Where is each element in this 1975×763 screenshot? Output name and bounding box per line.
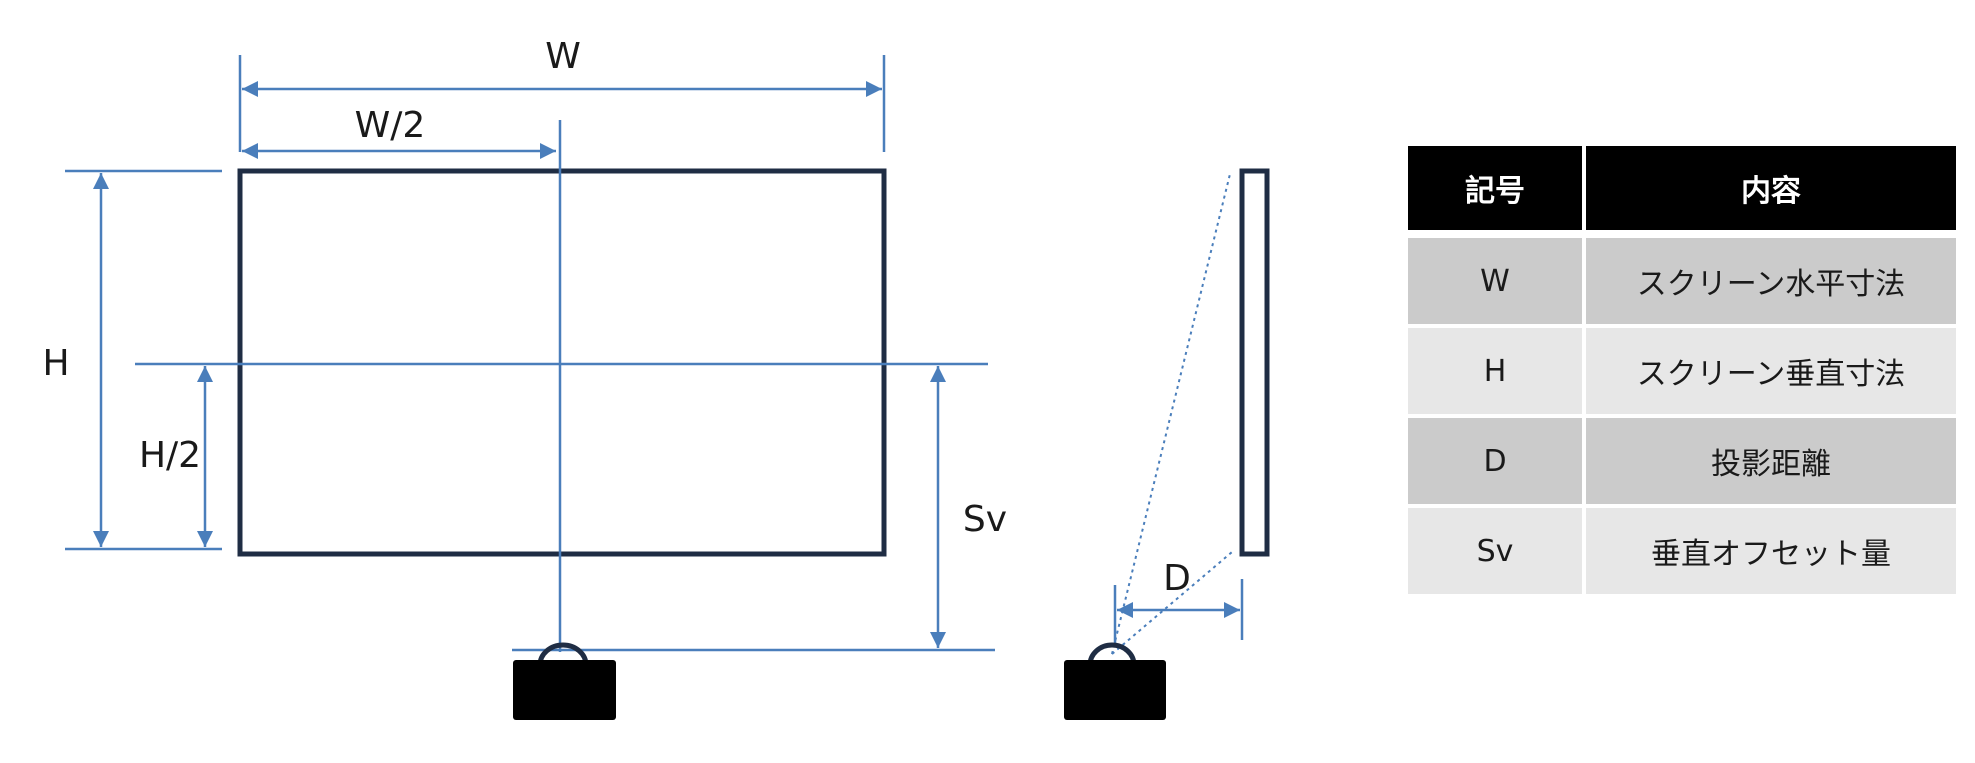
legend-header-content: 内容 xyxy=(1586,146,1956,230)
d-label: D xyxy=(1163,558,1191,599)
w-half-label: W/2 xyxy=(355,105,426,146)
legend-row: D 投影距離 xyxy=(1408,414,1956,504)
projector-side xyxy=(1064,642,1166,720)
legend-content-cell: スクリーン垂直寸法 xyxy=(1586,324,1956,414)
legend-content-cell: 投影距離 xyxy=(1586,414,1956,504)
legend-content-cell: スクリーン水平寸法 xyxy=(1586,230,1956,324)
screen-front xyxy=(237,168,887,557)
symbol-legend-table: 記号 内容 W スクリーン水平寸法 H スクリーン垂直寸法 D 投影距離 Sv … xyxy=(1408,146,1956,594)
legend-row: W スクリーン水平寸法 xyxy=(1408,230,1956,324)
legend-header-row: 記号 内容 xyxy=(1408,146,1956,230)
legend-symbol-cell: H xyxy=(1408,324,1586,414)
legend-row: Sv 垂直オフセット量 xyxy=(1408,504,1956,594)
legend-header-symbol: 記号 xyxy=(1408,146,1586,230)
w-label: W xyxy=(545,36,581,77)
front-view: W W/2 H H/2 Sv xyxy=(42,36,1007,720)
h-label: H xyxy=(42,343,69,384)
legend-symbol-cell: W xyxy=(1408,230,1586,324)
legend-row: H スクリーン垂直寸法 xyxy=(1408,324,1956,414)
side-view: D xyxy=(1064,168,1270,720)
sv-label: Sv xyxy=(963,499,1007,540)
legend-content-cell: 垂直オフセット量 xyxy=(1586,504,1956,594)
legend-symbol-cell: D xyxy=(1408,414,1586,504)
projection-ray-top xyxy=(1111,173,1231,655)
screen-side xyxy=(1239,168,1270,557)
h-half-label: H/2 xyxy=(139,435,201,476)
projector-front xyxy=(513,642,616,720)
legend-symbol-cell: Sv xyxy=(1408,504,1586,594)
